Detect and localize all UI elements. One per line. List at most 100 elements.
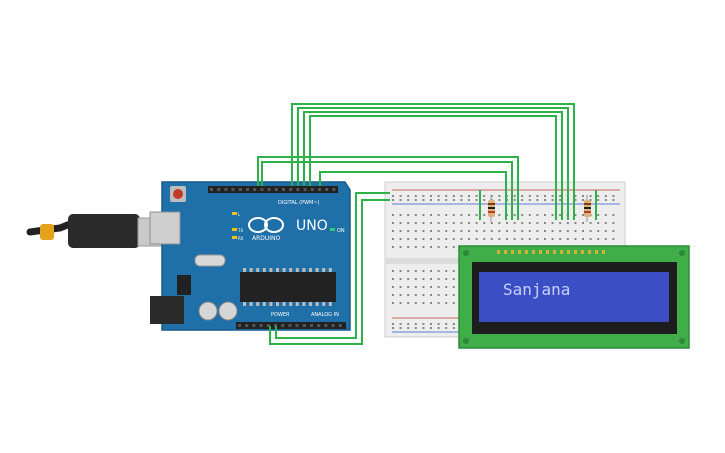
bb-hole — [430, 323, 432, 325]
chip-pin — [315, 302, 319, 306]
bb-hole — [597, 230, 600, 232]
wire-7[interactable] — [319, 171, 507, 220]
bb-hole — [414, 327, 417, 329]
bb-hole — [582, 195, 584, 197]
chip-pin — [302, 302, 306, 306]
bb-hole — [392, 327, 394, 329]
wire-1[interactable] — [291, 103, 575, 220]
bb-hole — [437, 270, 440, 272]
bb-hole — [392, 230, 394, 232]
bb-hole — [498, 230, 501, 232]
chip-pin — [295, 302, 299, 306]
bb-hole — [445, 214, 448, 216]
bb-hole — [399, 278, 402, 280]
header-hole — [303, 188, 307, 191]
bb-hole — [536, 214, 539, 216]
l-label: L — [238, 212, 241, 217]
bb-hole — [589, 238, 592, 240]
resistor-2[interactable] — [584, 195, 591, 222]
bb-hole — [399, 286, 402, 288]
bb-hole — [597, 238, 600, 240]
bb-hole — [430, 238, 432, 240]
lcd-module[interactable]: Sanjana — [458, 245, 690, 349]
bb-hole — [407, 246, 410, 248]
bb-hole — [437, 199, 440, 201]
bb-hole — [559, 238, 562, 240]
lcd-pin — [560, 250, 563, 254]
bb-hole — [460, 238, 463, 240]
header-hole — [310, 188, 314, 191]
bb-hole — [475, 214, 478, 216]
bb-hole — [422, 195, 425, 197]
header-hole — [331, 324, 335, 327]
bb-hole — [407, 195, 410, 197]
chip-pin — [249, 302, 253, 306]
bb-hole — [430, 222, 432, 224]
lcd-pin-header — [497, 250, 605, 254]
header-hole — [317, 324, 321, 327]
lcd-pin — [574, 250, 577, 254]
header-hole — [295, 324, 299, 327]
chip-pin — [315, 268, 319, 272]
bb-hole — [566, 222, 569, 224]
bb-hole — [437, 327, 440, 329]
bb-hole — [490, 222, 493, 224]
bb-hole — [445, 199, 448, 201]
wire-5v[interactable] — [275, 192, 390, 339]
reset-button[interactable] — [173, 189, 183, 199]
bb-hole — [483, 222, 486, 224]
bb-hole — [604, 230, 607, 232]
header-hole — [310, 324, 313, 327]
bb-hole — [604, 222, 607, 224]
wire-6[interactable] — [261, 161, 513, 220]
lcd-hole-bl — [463, 338, 469, 344]
bb-hole — [445, 230, 448, 232]
chip-pin — [256, 302, 260, 306]
bb-hole — [521, 222, 524, 224]
bb-hole — [483, 230, 486, 232]
header-holes — [210, 188, 342, 327]
voltage-regulator — [177, 275, 191, 295]
arduino-uno-board[interactable]: ARDUINO UNO DIGITAL (PWM~) POWER ANALOG … — [149, 181, 351, 331]
bb-hole — [468, 230, 470, 232]
wire-5[interactable] — [257, 156, 519, 220]
bb-hole — [544, 214, 546, 216]
header-hole — [325, 188, 329, 191]
lcd-hole-tr — [679, 250, 685, 256]
usb-cable[interactable] — [26, 214, 167, 248]
header-hole — [324, 324, 328, 327]
wires — [257, 103, 597, 345]
bb-hole — [407, 230, 410, 232]
chip-pin — [289, 268, 293, 272]
bb-hole — [445, 195, 448, 197]
atmega-chip — [240, 272, 336, 302]
chip-pin — [243, 268, 246, 272]
bb-hole — [452, 327, 455, 329]
bb-hole — [574, 222, 577, 224]
bb-hole — [506, 230, 508, 232]
bb-hole — [414, 302, 417, 304]
bb-hole — [544, 222, 546, 224]
bb-hole — [399, 199, 402, 201]
bb-hole — [392, 199, 394, 201]
bb-hole — [392, 323, 394, 325]
bb-hole — [551, 230, 554, 232]
bb-hole — [414, 278, 417, 280]
resistor-1[interactable] — [488, 195, 495, 222]
bb-hole — [437, 195, 440, 197]
header-hole — [302, 324, 306, 327]
wire-4[interactable] — [309, 115, 557, 220]
bb-hole — [551, 214, 554, 216]
bb-hole — [551, 238, 554, 240]
bb-hole — [392, 286, 394, 288]
wire-gnd[interactable] — [269, 199, 390, 345]
bb-hole — [559, 195, 562, 197]
wire-3[interactable] — [303, 111, 563, 220]
dc-jack — [150, 296, 184, 324]
bb-hole — [528, 230, 531, 232]
bb-hole — [460, 222, 463, 224]
bb-hole — [422, 230, 425, 232]
header-hole — [238, 188, 242, 191]
wire-2[interactable] — [297, 107, 569, 220]
bb-hole — [430, 278, 432, 280]
